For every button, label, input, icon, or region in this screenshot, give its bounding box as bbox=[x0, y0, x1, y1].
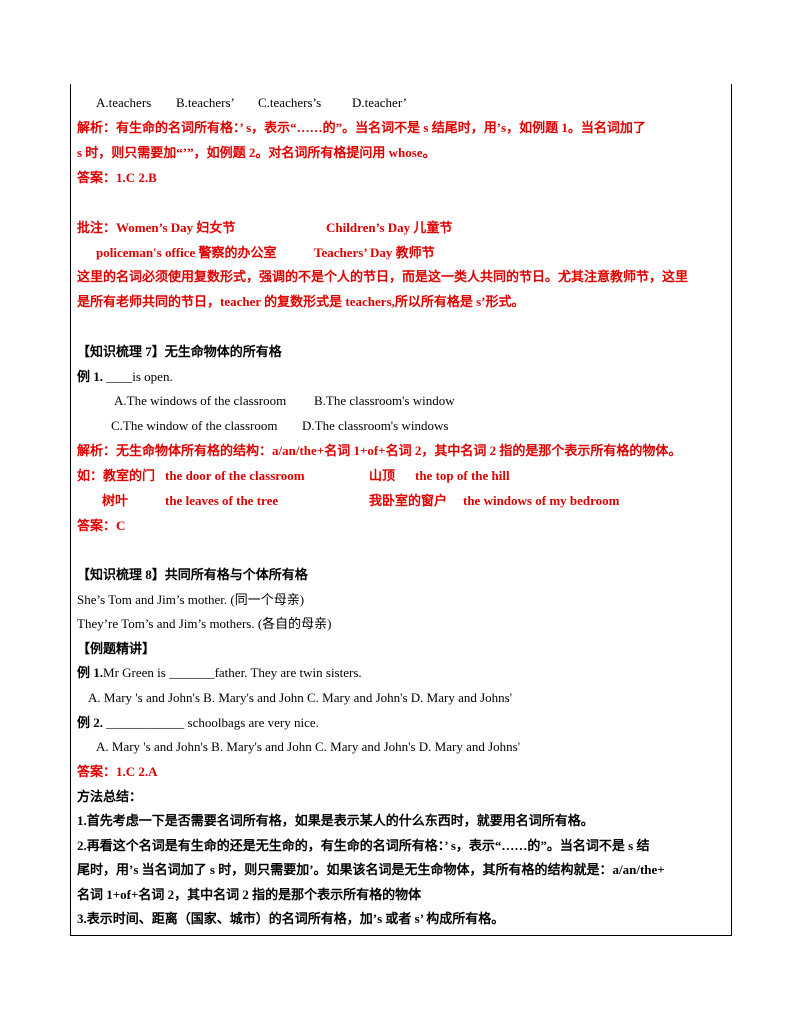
example-text: ____________ schoolbags are very nice. bbox=[106, 715, 319, 730]
example-label: 山顶 bbox=[369, 468, 396, 483]
summary-line: 3.表示时间、距离（国家、城市）的名词所有格，加’s 或者 s’ 构成所有格。 bbox=[77, 911, 505, 926]
example-en: the windows of my bedroom bbox=[463, 493, 620, 508]
example-text: Mr Green is _______father. They are twin… bbox=[103, 665, 362, 680]
summary-line: 名词 1+of+名词 2，其中名词 2 指的是那个表示所有格的物体 bbox=[77, 887, 422, 902]
option-c: C.The window of the classroom bbox=[111, 418, 278, 433]
option-b: B.teachers’ bbox=[176, 95, 235, 110]
option-d: D.teacher’ bbox=[352, 95, 407, 110]
example-en: the top of the hill bbox=[415, 468, 510, 483]
option-b: B.The classroom's window bbox=[314, 393, 455, 408]
option-d: D.The classroom's windows bbox=[302, 418, 449, 433]
example-label: 树叶 bbox=[102, 493, 129, 508]
summary-line: 2.再看这个名词是有生命的还是无生命的，有生命的名词所有格：’ s，表示“……的… bbox=[77, 838, 650, 853]
example-en: the leaves of the tree bbox=[165, 493, 279, 508]
example-options: A. Mary 's and John's B. Mary's and John… bbox=[88, 690, 513, 705]
analysis-line: 解析：无生命物体所有格的结构：a/an/the+名词 1+of+名词 2，其中名… bbox=[77, 443, 682, 458]
example-line: 例 2. ____________ schoolbags are very ni… bbox=[77, 714, 319, 732]
note-line: 这里的名词必须使用复数形式，强调的不是个人的节日，而是这一类人共同的节日。尤其注… bbox=[77, 269, 689, 284]
answer-line: 答案：1.C 2.B bbox=[77, 170, 157, 185]
content-box bbox=[70, 84, 732, 936]
answer-line: 答案：1.C 2.A bbox=[77, 764, 158, 779]
option-c: C.teachers’s bbox=[258, 95, 322, 110]
summary-line: 尾时，用’s 当名词加了 s 时，则只需要加’。如果该名词是无生命物体，其所有格… bbox=[77, 862, 665, 877]
example-label: 例 1. bbox=[77, 369, 104, 384]
section-heading: 【知识梳理 7】无生命物体的所有格 bbox=[77, 344, 282, 359]
example-line: 例 1.Mr Green is _______father. They are … bbox=[77, 664, 362, 682]
example-text: ____is open. bbox=[106, 369, 173, 384]
example-en: the door of the classroom bbox=[165, 468, 305, 483]
example-label: 我卧室的窗户 bbox=[369, 493, 448, 508]
example-line: 例 1. ____is open. bbox=[77, 368, 173, 386]
example-options: A. Mary 's and John's B. Mary's and John… bbox=[96, 739, 521, 754]
analysis-line: s 时，则只需要加“’”，如例题 2。对名词所有格提问用 whose。 bbox=[77, 145, 436, 160]
option-a: A.teachers bbox=[96, 95, 152, 110]
answer-line: 答案：C bbox=[77, 518, 126, 533]
note-line: 是所有老师共同的节日，teacher 的复数形式是 teachers,所以所有格… bbox=[77, 294, 525, 309]
example-label: 例 2. bbox=[77, 715, 104, 730]
note-childrens-day: Children’s Day 儿童节 bbox=[326, 220, 453, 235]
summary-line: 1.首先考虑一下是否需要名词所有格，如果是表示某人的什么东西时，就要用名词所有格… bbox=[77, 813, 594, 828]
note-policemans-office: policeman's office 警察的办公室 bbox=[96, 245, 277, 260]
option-a: A.The windows of the classroom bbox=[114, 393, 287, 408]
example-label: 如：教室的门 bbox=[77, 468, 156, 483]
note-teachers-day: Teachers’ Day 教师节 bbox=[314, 245, 435, 260]
example-label: 例 1. bbox=[77, 665, 104, 680]
analysis-line: 解析：有生命的名词所有格：’ s，表示“……的”。当名词不是 s 结尾时，用’s… bbox=[77, 120, 646, 135]
summary-title: 方法总结： bbox=[77, 789, 143, 804]
text-line: She’s Tom and Jim’s mother. (同一个母亲) bbox=[77, 592, 305, 607]
text-line: They’re Tom’s and Jim’s mothers. (各自的母亲) bbox=[77, 616, 332, 631]
subheading: 【例题精讲】 bbox=[77, 641, 156, 656]
section-heading: 【知识梳理 8】共同所有格与个体所有格 bbox=[77, 567, 308, 582]
note-womens-day: 批注：Women’s Day 妇女节 bbox=[77, 220, 236, 235]
